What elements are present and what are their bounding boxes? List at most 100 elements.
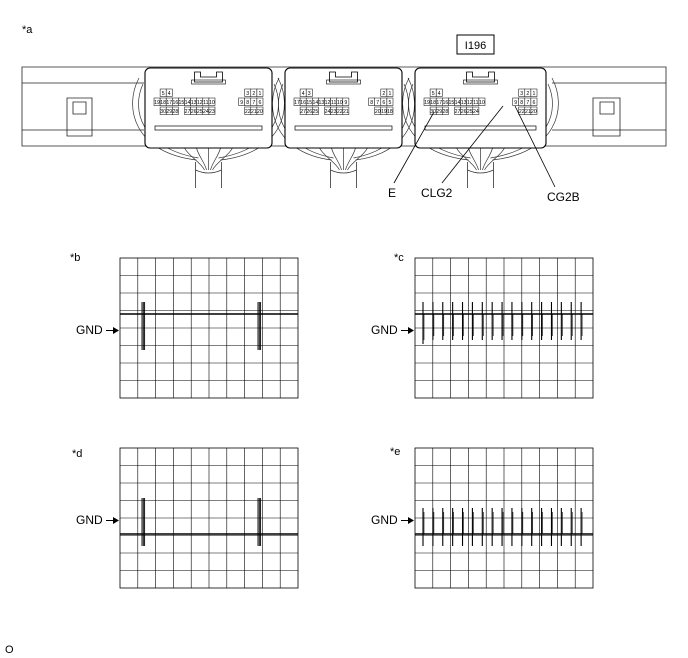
pin-number: 3 [246, 91, 249, 97]
pin-number: 14 [185, 100, 191, 106]
oscilloscope-b [119, 257, 299, 399]
pin-number: 24 [325, 109, 331, 115]
gnd-marker-e: GND [371, 513, 414, 527]
pin-number: 5 [162, 91, 165, 97]
pin-number: 10 [337, 100, 343, 106]
pin-cell [530, 106, 538, 115]
pin-number: 20 [257, 109, 263, 115]
pin-number: 1 [259, 91, 262, 97]
pin-number: 1 [389, 91, 392, 97]
connector-body [414, 67, 547, 149]
pin-number: 3 [308, 91, 311, 97]
pin-cell [256, 106, 264, 115]
gnd-label-c: GND [371, 323, 398, 337]
ecu-housing [21, 66, 667, 147]
pin-number: 6 [259, 100, 262, 106]
pin-number: 22 [245, 109, 251, 115]
leader-line-clg2 [441, 105, 504, 184]
pin-number: 15 [449, 100, 455, 106]
pin-number: 2 [526, 91, 529, 97]
pin-number: 9 [240, 100, 243, 106]
gnd-marker-b: GND [76, 323, 119, 337]
pin-cell [386, 106, 394, 115]
pin-number: 2 [382, 91, 385, 97]
pin-number: 30 [160, 109, 166, 115]
pin-number: 26 [461, 109, 467, 115]
pin-cell [530, 97, 538, 106]
pin-number: 17 [166, 100, 172, 106]
pin-number: 27 [300, 109, 306, 115]
oscilloscope-c [414, 257, 594, 399]
pin-number: 6 [382, 100, 385, 106]
pin-cell [342, 106, 350, 115]
pin-label-cg2b: CG2B [547, 190, 580, 204]
figure-label-c: *c [394, 252, 404, 264]
pin-number: 29 [166, 109, 172, 115]
pin-number: 28 [442, 109, 448, 115]
pin-number: 14 [455, 100, 461, 106]
figure-label-d: *d [72, 448, 82, 460]
pin-number: 12 [197, 100, 203, 106]
pin-number: 20 [375, 109, 381, 115]
figure-label-e: *e [390, 446, 400, 458]
gnd-marker-c: GND [371, 323, 414, 337]
pin-number: 12 [467, 100, 473, 106]
pin-cell [386, 97, 394, 106]
pin-number: 21 [251, 109, 257, 115]
pin-number: 25 [312, 109, 318, 115]
gnd-arrow-icon [401, 327, 414, 334]
pin-label-e: E [388, 186, 396, 200]
pin-cell [530, 88, 538, 97]
pin-cell [305, 88, 313, 97]
pin-number: 13 [461, 100, 467, 106]
pin-number: 2 [252, 91, 255, 97]
wire-harness [272, 77, 415, 171]
lock-tab-icon [466, 71, 495, 83]
pin-number: 17 [294, 100, 300, 106]
pin-number: 11 [473, 100, 478, 106]
oscilloscope-d [119, 447, 299, 589]
pin-number: 19 [424, 100, 430, 106]
pin-number: 13 [191, 100, 197, 106]
pin-cell [208, 106, 216, 115]
pin-cell [256, 97, 264, 106]
pin-number: 9 [514, 100, 517, 106]
figure-label-a: *a [22, 24, 33, 36]
corner-mark: O [5, 644, 14, 656]
pin-number: 7 [526, 100, 529, 106]
oscilloscope-group [119, 257, 594, 589]
gnd-marker-d: GND [76, 513, 119, 527]
pin-cell [435, 88, 443, 97]
pin-number: 3 [520, 91, 523, 97]
figure-label-b: *b [70, 252, 80, 264]
pin-number: 28 [172, 109, 178, 115]
leader-line-e [393, 111, 435, 184]
pin-cell [478, 97, 486, 106]
gnd-arrow-icon [401, 517, 414, 524]
pin-number: 16 [300, 100, 306, 106]
pin-number: 27 [455, 109, 461, 115]
pin-label-clg2: CLG2 [421, 186, 453, 200]
pin-number: 1 [533, 91, 536, 97]
pin-number: 24 [473, 109, 479, 115]
pin-number: 23 [209, 109, 215, 115]
pin-number: 8 [246, 100, 249, 106]
gnd-label-e: GND [371, 513, 398, 527]
gnd-label-d: GND [76, 513, 103, 527]
pin-number: 11 [331, 100, 336, 106]
wire-harness [402, 77, 559, 171]
pin-number: 13 [319, 100, 325, 106]
pin-cell [442, 106, 449, 115]
pin-number: 4 [438, 91, 441, 97]
pin-number: 7 [376, 100, 379, 106]
pin-number: 27 [185, 109, 191, 115]
pin-number: 12 [325, 100, 331, 106]
pin-cell [172, 106, 179, 115]
pin-number: 16 [172, 100, 178, 106]
pin-number: 25 [467, 109, 473, 115]
pin-number: 22 [519, 109, 525, 115]
pin-number: 26 [191, 109, 197, 115]
pin-number: 4 [302, 91, 305, 97]
